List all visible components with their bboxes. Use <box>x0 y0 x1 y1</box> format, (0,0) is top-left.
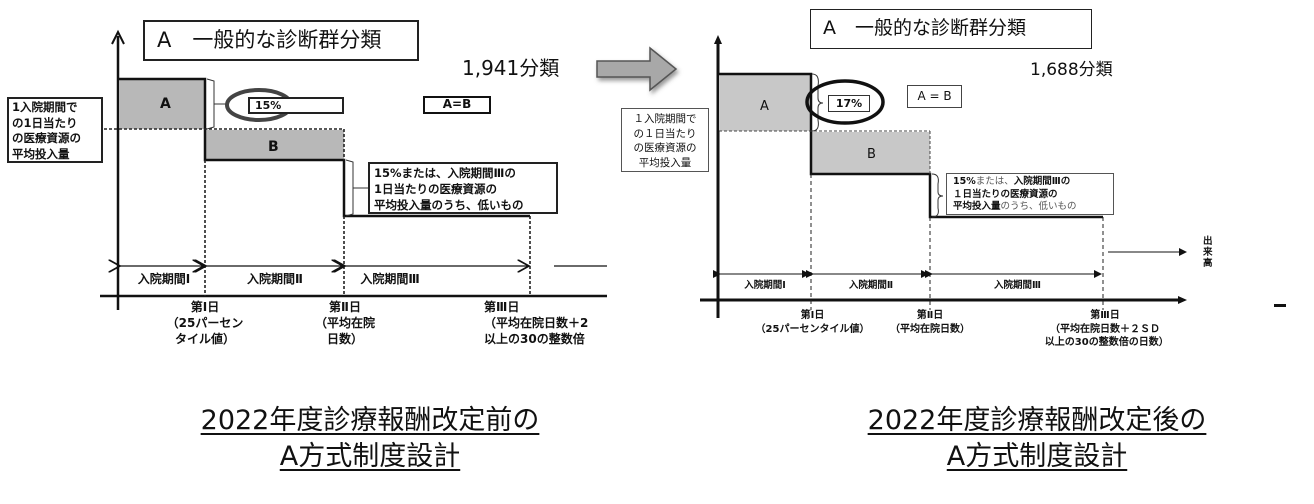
label-line: の1日当たり <box>12 115 78 130</box>
left-day-2: 第Ⅱ日 （平均在院 日数） <box>314 300 375 346</box>
right-block-b <box>812 132 930 174</box>
caption-line: 2022年度診療報酬改定前の <box>200 405 540 436</box>
right-block-a-label: A <box>760 99 769 114</box>
left-y-axis-label: 1入院期間で の1日当たり の医療資源の 平均投入量 <box>7 97 103 163</box>
caption-line: 2022年度診療報酬改定後の <box>867 405 1207 436</box>
left-equality-box: A=B <box>423 96 491 114</box>
right-period-1: 入院期間Ⅰ <box>744 280 786 291</box>
note-line: 15%または、入院期間Ⅲの <box>374 166 516 180</box>
left-percent-box: 15% <box>248 97 344 114</box>
left-category-count: 1,941分類 <box>462 56 560 80</box>
label-line: 1入院期間で <box>12 100 78 114</box>
right-day-2: 第Ⅱ日 （平均在院日数） <box>890 310 970 335</box>
label-line: １入院期間で <box>633 113 697 125</box>
right-equality-box: A = B <box>907 85 962 108</box>
caption-before: 2022年度診療報酬改定前の A方式制度設計 <box>150 403 590 475</box>
label-line: の医療資源の <box>633 142 697 154</box>
right-period-3: 入院期間Ⅲ <box>994 280 1041 291</box>
dash-mark <box>1274 304 1286 307</box>
right-category-count: 1,688分類 <box>1030 60 1113 80</box>
right-y-axis-label: １入院期間で の１日当たり の医療資源の 平均投入量 <box>621 108 709 172</box>
right-highlight-ellipse <box>805 79 885 125</box>
left-note-box: 15%または、入院期間Ⅲの 1日当たりの医療資源の 平均投入量のうち、低いもの <box>368 162 558 214</box>
right-arrow-icon <box>596 46 678 92</box>
right-chart <box>700 35 1187 318</box>
right-percent-box: 17% <box>828 95 870 112</box>
left-day-1: 第Ⅰ日 （25パーセン タイル値） <box>166 300 244 346</box>
left-period-1: 入院期間Ⅰ <box>137 272 191 286</box>
label-line: 平均投入量 <box>12 146 70 161</box>
left-period-3: 入院期間Ⅲ <box>360 272 420 286</box>
right-note-box: 15%または、入院期間Ⅲの １日当たりの医療資源の 平均投入量のうち、低いもの <box>946 173 1114 215</box>
note-line: 1日当たりの医療資源の <box>374 182 498 196</box>
right-title-box: A 一般的な診断群分類 <box>810 9 1092 49</box>
left-title-box: A 一般的な診断群分類 <box>143 20 419 61</box>
note-line: 15%または、入院期間Ⅲの <box>953 176 1071 187</box>
right-block-b-label: B <box>867 147 876 162</box>
left-day-3: 第Ⅲ日 （平均在院日数＋2 以上の30の整数倍 <box>484 300 589 346</box>
right-day-3: 第Ⅲ日 （平均在院日数＋２ＳＤ 以上の30の整数倍の日数） <box>1044 310 1169 348</box>
fee-for-service-label: 出来高 <box>1203 236 1213 269</box>
left-block-a-label: A <box>160 96 171 112</box>
caption-line: A方式制度設計 <box>279 441 461 472</box>
right-block-a <box>719 74 811 131</box>
left-block-a <box>119 79 205 129</box>
left-chart <box>100 29 607 310</box>
label-line: の１日当たり <box>633 127 697 140</box>
label-line: の医療資源の <box>12 131 81 145</box>
note-line: 平均投入量のうち、低いもの <box>374 198 524 212</box>
label-line: 平均投入量 <box>638 156 692 169</box>
left-block-b-label: B <box>268 139 279 155</box>
note-line: １日当たりの医療資源の <box>953 188 1058 200</box>
caption-after: 2022年度診療報酬改定後の A方式制度設計 <box>812 403 1262 475</box>
note-line: 平均投入量のうち、低いもの <box>953 201 1077 212</box>
left-period-2: 入院期間Ⅱ <box>247 272 303 286</box>
right-period-2: 入院期間Ⅱ <box>848 280 894 291</box>
right-day-1: 第Ⅰ日 （25パーセンタイル値） <box>755 310 870 335</box>
left-block-b <box>205 130 344 160</box>
caption-line: A方式制度設計 <box>946 441 1128 472</box>
